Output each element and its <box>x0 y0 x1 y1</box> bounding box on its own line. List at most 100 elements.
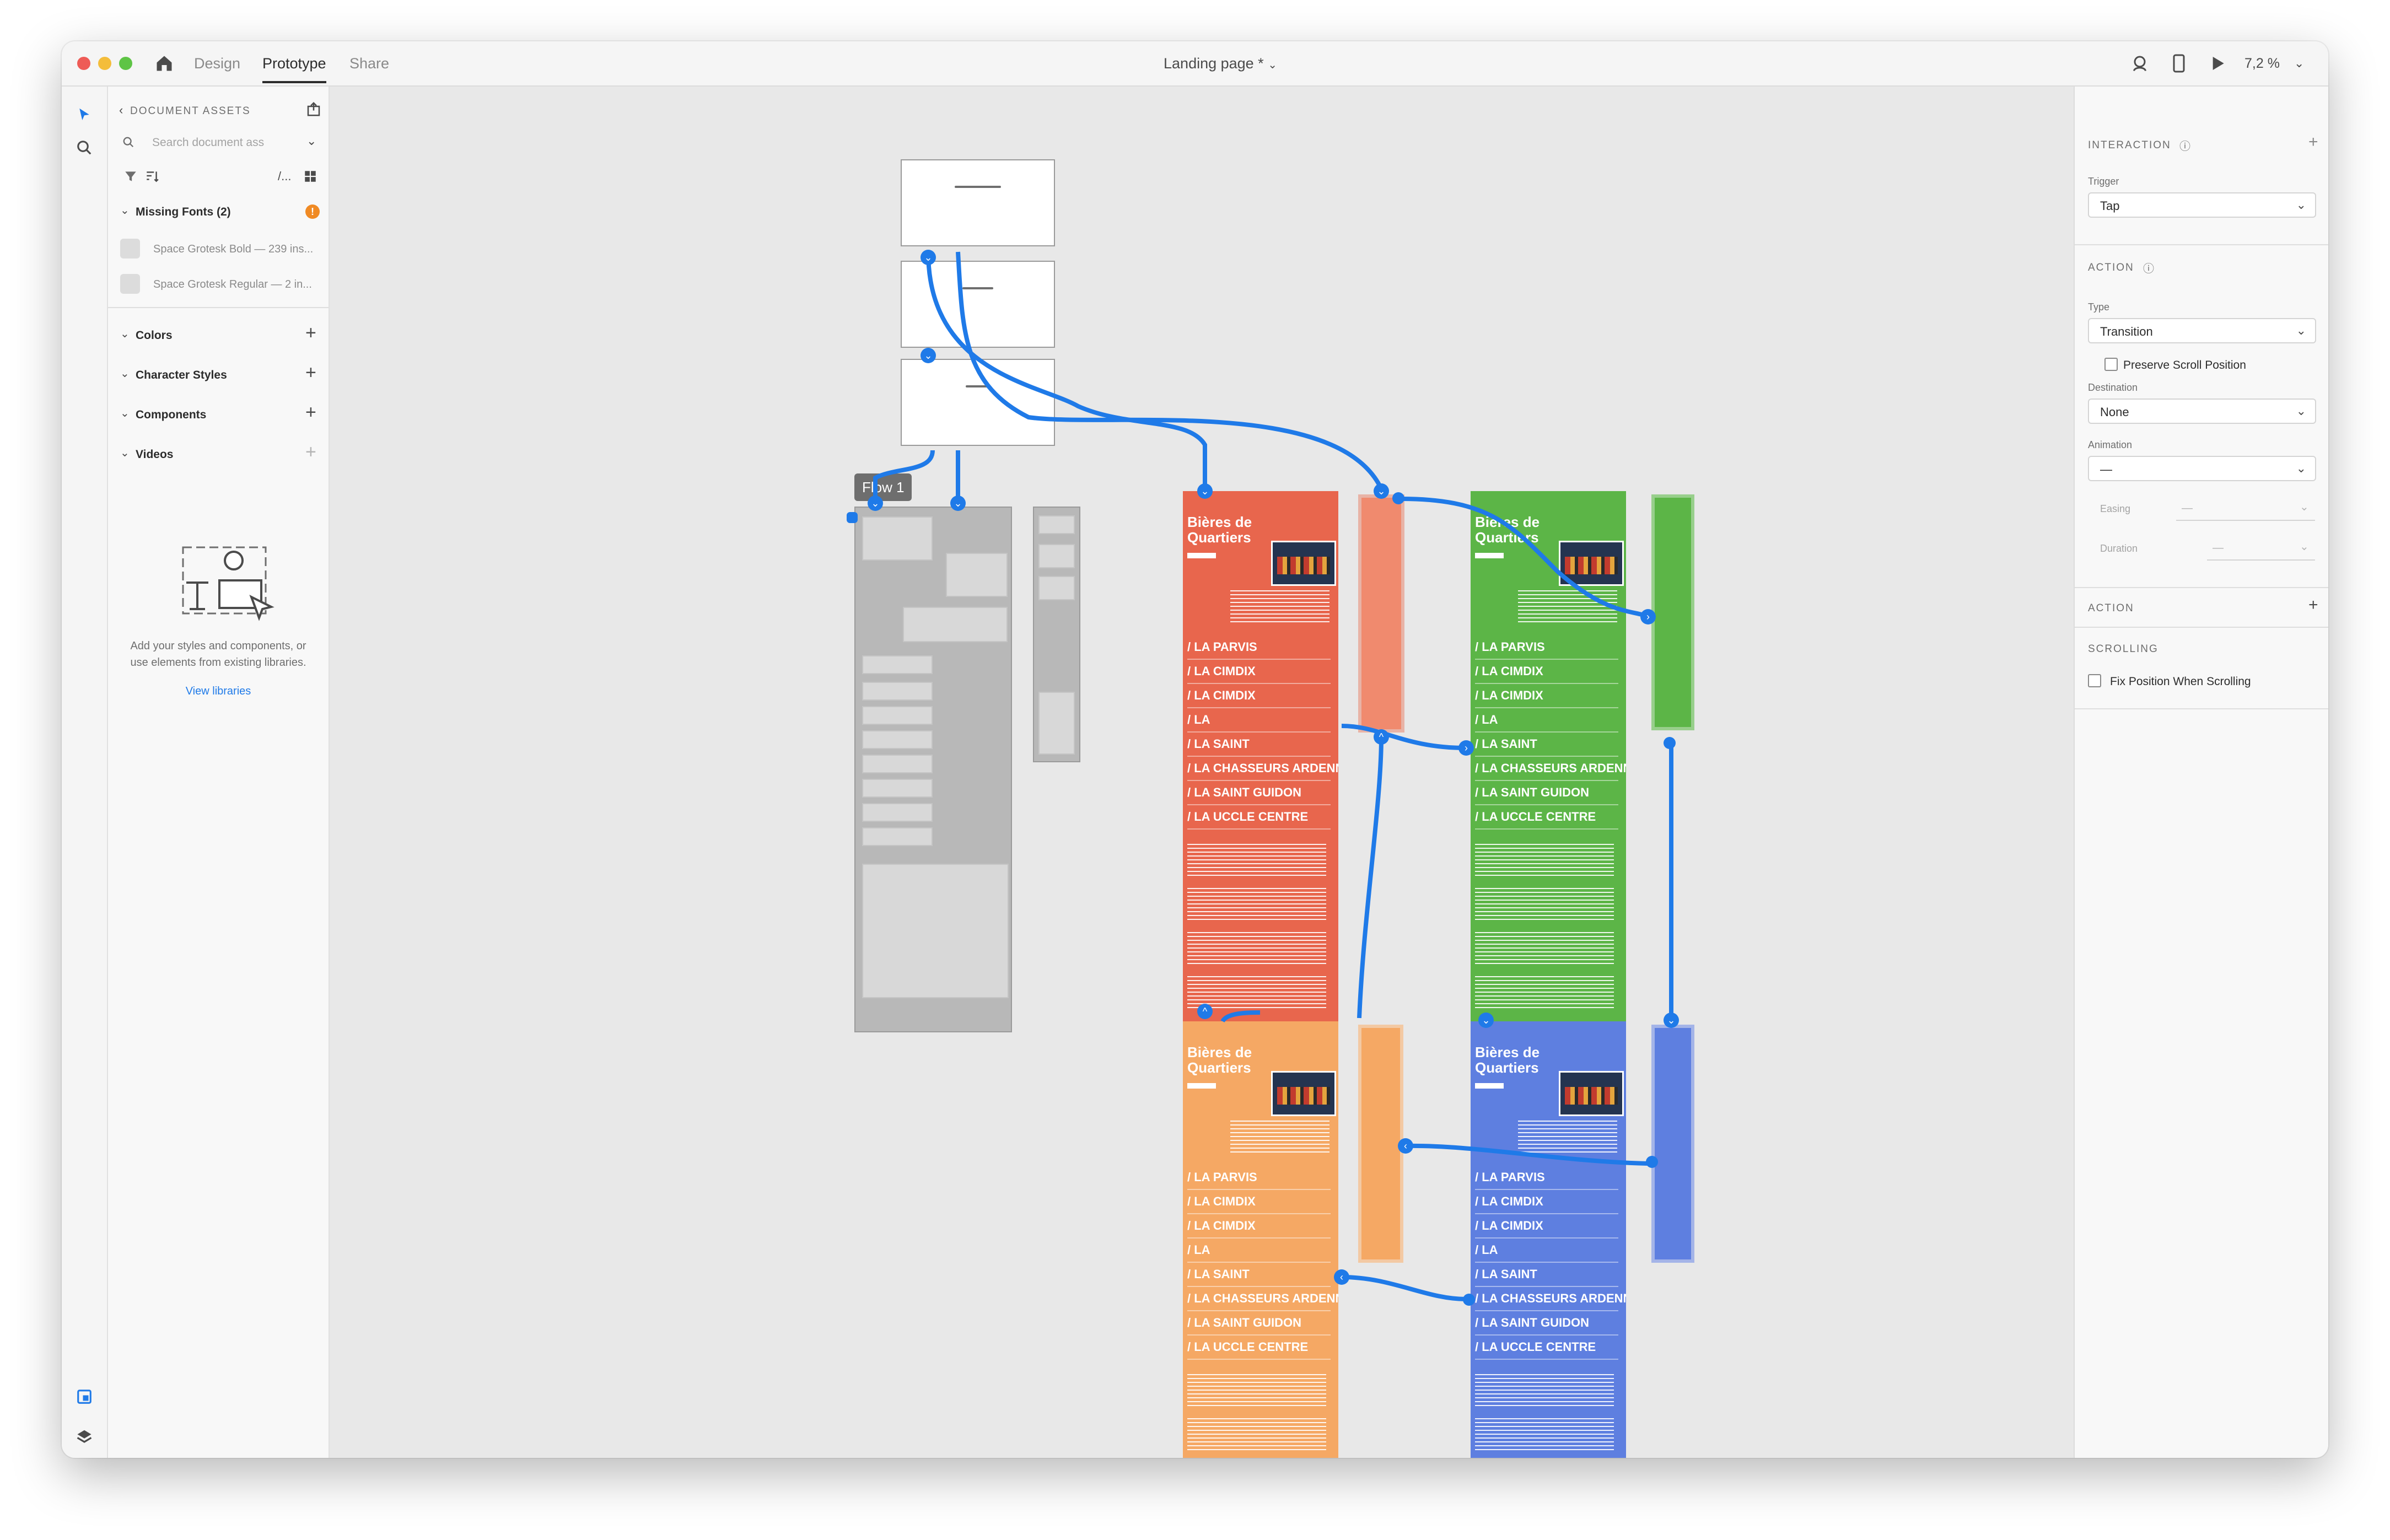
link-node[interactable]: ‹ <box>1398 1138 1413 1154</box>
link-source[interactable] <box>1392 492 1404 504</box>
zoom-level[interactable]: 7,2 % <box>2244 56 2280 71</box>
link-wire[interactable] <box>956 251 1384 490</box>
link-node[interactable]: ⌄ <box>950 496 966 511</box>
videos-chevron-icon[interactable]: ⌄ <box>120 447 130 459</box>
link-wire[interactable] <box>1341 724 1467 750</box>
preserve-scroll-checkbox[interactable] <box>2104 358 2118 371</box>
easing-dropdown[interactable]: — ⌄ <box>2176 498 2315 521</box>
grid-view-icon[interactable] <box>303 169 317 184</box>
add-video-button[interactable]: + <box>305 441 316 462</box>
link-node[interactable]: ^ <box>1374 729 1389 745</box>
link-source[interactable] <box>1646 1156 1658 1168</box>
link-node[interactable]: › <box>1640 609 1656 624</box>
artboard-blue[interactable]: Bières de Quartiers/ LA PARVIS/ LA CIMDI… <box>1471 1021 1626 1458</box>
share-export-icon[interactable] <box>305 101 322 117</box>
add-character-style-button[interactable]: + <box>305 362 316 383</box>
tab-share[interactable]: Share <box>349 55 390 72</box>
info-icon[interactable]: ⓘ <box>2143 263 2154 275</box>
character-styles-chevron-icon[interactable]: ⌄ <box>120 368 130 380</box>
play-icon[interactable] <box>2209 55 2227 72</box>
view-libraries-link[interactable]: View libraries <box>185 685 251 697</box>
colors-heading[interactable]: Colors <box>136 329 173 342</box>
link-node[interactable]: ⌄ <box>1478 1013 1494 1028</box>
list-item: / LA CIMDIX <box>1475 684 1618 708</box>
back-chevron-icon[interactable]: ‹ <box>119 103 123 117</box>
animation-dropdown[interactable]: —⌄ <box>2088 456 2316 481</box>
add-component-button[interactable]: + <box>305 402 316 423</box>
artboard-orange[interactable]: Bières de Quartiers/ LA PARVIS/ LA CIMDI… <box>1183 1021 1338 1458</box>
link-node[interactable]: ⌄ <box>1664 1013 1679 1028</box>
link-node[interactable]: ⌄ <box>1197 483 1213 499</box>
character-styles-heading[interactable]: Character Styles <box>136 369 227 381</box>
colors-chevron-icon[interactable]: ⌄ <box>120 328 130 340</box>
assets-icon[interactable] <box>76 1388 93 1405</box>
link-source[interactable] <box>1664 737 1676 749</box>
components-heading[interactable]: Components <box>136 408 207 421</box>
artboard-wireframe-2[interactable] <box>1033 507 1080 762</box>
components-chevron-icon[interactable]: ⌄ <box>120 407 130 419</box>
missing-fonts-chevron-icon[interactable]: ⌄ <box>120 204 130 217</box>
artboard-orange-mobile[interactable] <box>1358 1025 1403 1263</box>
sort-icon[interactable] <box>144 169 160 184</box>
link-node[interactable]: ^ <box>1197 1004 1213 1019</box>
minimize-window-button[interactable] <box>98 57 111 70</box>
flow-label-tag[interactable]: Flow 1 <box>854 473 912 501</box>
user-preview-icon[interactable] <box>2130 53 2150 73</box>
filter-icon[interactable] <box>123 169 138 184</box>
link-wire[interactable] <box>926 251 1207 489</box>
link-node[interactable]: ⌄ <box>868 496 883 511</box>
fix-position-checkbox[interactable] <box>2088 674 2101 687</box>
zoom-tool-icon[interactable] <box>76 139 93 156</box>
artboard-red[interactable]: Bières de Quartiers/ LA PARVIS/ LA CIMDI… <box>1183 491 1338 1024</box>
destination-dropdown[interactable]: None⌄ <box>2088 399 2316 424</box>
search-input[interactable]: Search document ass <box>152 136 265 149</box>
tab-design[interactable]: Design <box>194 55 241 72</box>
list-item[interactable]: Space Grotesk Regular — 2 in... <box>120 271 324 297</box>
home-icon[interactable] <box>154 53 174 73</box>
device-preview-icon[interactable] <box>2171 53 2187 73</box>
link-node[interactable]: ⌄ <box>1374 483 1389 499</box>
select-tool-icon[interactable] <box>76 106 93 123</box>
trigger-dropdown[interactable]: Tap⌄ <box>2088 192 2316 218</box>
type-dropdown[interactable]: Transition⌄ <box>2088 318 2316 343</box>
link-node[interactable]: ⌄ <box>921 348 936 363</box>
link-node[interactable]: ⌄ <box>921 250 936 265</box>
link-wire[interactable] <box>873 450 935 505</box>
list-view-icon[interactable]: /... <box>278 169 292 183</box>
zoom-chevron-icon[interactable]: ⌄ <box>2294 56 2305 70</box>
link-wire[interactable] <box>1220 1010 1261 1023</box>
artboard-wireframe-1[interactable] <box>854 507 1012 1032</box>
info-icon[interactable]: ⓘ <box>2179 141 2190 153</box>
list-item: / LA <box>1187 1239 1331 1263</box>
link-wire[interactable] <box>1405 1143 1649 1166</box>
link-source[interactable] <box>1463 1294 1475 1306</box>
artboard-blue-mobile[interactable] <box>1651 1025 1694 1263</box>
design-canvas[interactable]: Flow 1 Bières de Quartiers/ LA PARVIS/ L… <box>345 87 2074 1458</box>
add-interaction-button[interactable]: + <box>2308 133 2318 151</box>
layers-icon[interactable] <box>76 1428 93 1445</box>
search-field[interactable]: Search document ass ⌄ <box>119 131 320 155</box>
add-color-button[interactable]: + <box>305 322 316 343</box>
list-item[interactable]: Space Grotesk Bold — 239 ins... <box>120 235 324 262</box>
artboard-green[interactable]: Bières de Quartiers/ LA PARVIS/ LA CIMDI… <box>1471 491 1626 1024</box>
videos-heading[interactable]: Videos <box>136 448 174 461</box>
link-wire[interactable] <box>1341 1275 1467 1301</box>
link-wire[interactable] <box>1401 497 1649 619</box>
duration-stepper[interactable]: — ⌄ <box>2207 537 2315 561</box>
artboard-small-1[interactable] <box>901 159 1055 246</box>
add-action-button[interactable]: + <box>2308 596 2318 614</box>
link-node[interactable]: ‹ <box>1334 1269 1349 1285</box>
document-title[interactable]: Landing page * ⌄ <box>1138 52 1303 76</box>
search-chevron-icon[interactable]: ⌄ <box>306 134 317 148</box>
link-node[interactable]: › <box>1458 740 1474 756</box>
artboard-small-3[interactable] <box>901 359 1055 446</box>
tab-prototype[interactable]: Prototype <box>262 52 326 83</box>
link-source[interactable] <box>847 512 858 523</box>
artboard-small-2[interactable] <box>901 261 1055 348</box>
artboard-lorem <box>1475 844 1614 877</box>
link-wire[interactable] <box>1357 736 1384 1019</box>
close-window-button[interactable] <box>77 57 90 70</box>
artboard-bar-list: / LA PARVIS/ LA CIMDIX/ LA CIMDIX/ LA/ L… <box>1187 636 1338 830</box>
missing-fonts-heading[interactable]: Missing Fonts (2) <box>136 206 231 218</box>
zoom-window-button[interactable] <box>119 57 132 70</box>
